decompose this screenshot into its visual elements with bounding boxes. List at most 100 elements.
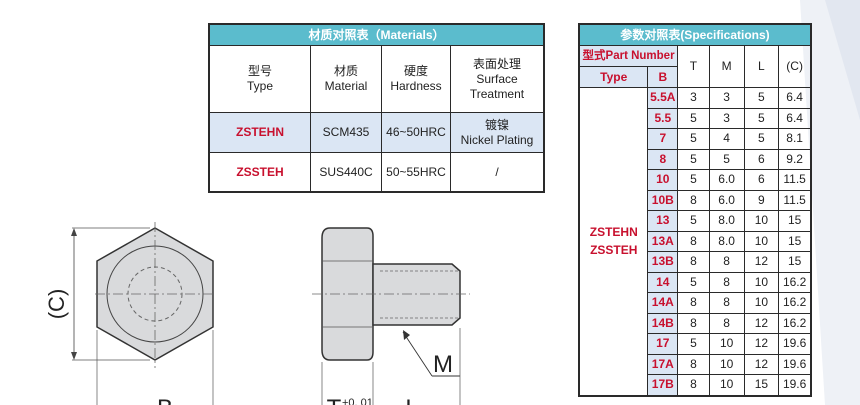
spec-m: 4 [708,128,745,150]
label-c: (C) [44,289,69,320]
spec-b: 8 [647,148,679,170]
spec-l: 12 [743,251,780,273]
dimension-c [71,227,150,361]
spec-m: 8.0 [708,210,745,232]
spec-b: 14A [647,292,679,314]
spec-m: 10 [708,333,745,355]
background-stripe [800,0,860,405]
spec-b: 17A [647,353,679,375]
col-l: L [743,45,780,88]
spec-t: 5 [677,169,710,191]
spec-c: 16.2 [778,271,812,293]
b-label: B [647,66,679,88]
spec-m: 10 [708,374,745,396]
spec-c: 16.2 [778,292,812,314]
spec-l: 6 [743,148,780,170]
spec-t: 3 [677,87,710,109]
spec-l: 6 [743,169,780,191]
spec-b: 5.5 [647,107,679,129]
spec-l: 12 [743,353,780,375]
spec-t: 5 [677,107,710,129]
spec-l: 10 [743,230,780,252]
spec-m: 3 [708,87,745,109]
table-row: ZSSTEH SUS440C 50~55HRC / [208,152,545,193]
dimension-b [96,330,214,405]
spec-c: 19.6 [778,333,812,355]
spec-b: 17B [647,374,679,396]
spec-b: 10 [647,169,679,191]
spec-t: 8 [677,292,710,314]
spec-t: 8 [677,189,710,211]
spec-c: 6.4 [778,87,812,109]
spec-t: 8 [677,374,710,396]
technical-drawing: (C) B M T +0. 01 L [44,222,470,405]
row-type: ZSTEHN [208,112,311,153]
spec-m: 8 [708,251,745,273]
spec-c: 15 [778,210,812,232]
spec-t: 8 [677,230,710,252]
dimension-t-l [321,328,461,405]
col-c: (C) [778,45,812,88]
label-b: B [157,395,173,405]
spec-b: 5.5A [647,87,679,109]
spec-l: 15 [743,374,780,396]
spec-c: 6.4 [778,107,812,129]
spec-t: 8 [677,312,710,334]
spec-l: 5 [743,87,780,109]
row-type: ZSSTEH [208,152,311,193]
spec-t: 5 [677,128,710,150]
spec-t: 5 [677,210,710,232]
row-surface: / [450,152,545,193]
specs-title: 参数对照表(Specifications) [578,23,812,46]
spec-m: 8 [708,312,745,334]
row-hardness: 50~55HRC [381,152,451,193]
spec-l: 12 [743,333,780,355]
label-m: M [433,351,453,378]
spec-l: 5 [743,107,780,129]
spec-t: 8 [677,251,710,273]
spec-m: 8.0 [708,230,745,252]
spec-m: 6.0 [708,169,745,191]
spec-t: 5 [677,271,710,293]
spec-b: 7 [647,128,679,150]
spec-l: 10 [743,210,780,232]
bolt-side-view [312,227,470,361]
col-m: M [708,45,745,88]
label-l: L [405,395,418,405]
spec-c: 15 [778,230,812,252]
label-t: T [327,395,342,405]
spec-c: 16.2 [778,312,812,334]
spec-m: 10 [708,353,745,375]
spec-l: 5 [743,128,780,150]
spec-t: 8 [677,353,710,375]
dimension-m-leader [402,330,460,377]
materials-title: 材质对照表（Materials） [208,23,545,46]
part-number-label: 型式Part Number [578,45,679,67]
spec-b: 14 [647,271,679,293]
spec-b: 13A [647,230,679,252]
spec-m: 5 [708,148,745,170]
spec-c: 15 [778,251,812,273]
spec-t: 5 [677,148,710,170]
spec-c: 19.6 [778,353,812,375]
row-material: SCM435 [310,112,382,153]
specifications-table: 参数对照表(Specifications) 型式Part Number T M … [578,23,812,397]
spec-m: 8 [708,292,745,314]
spec-m: 6.0 [708,189,745,211]
